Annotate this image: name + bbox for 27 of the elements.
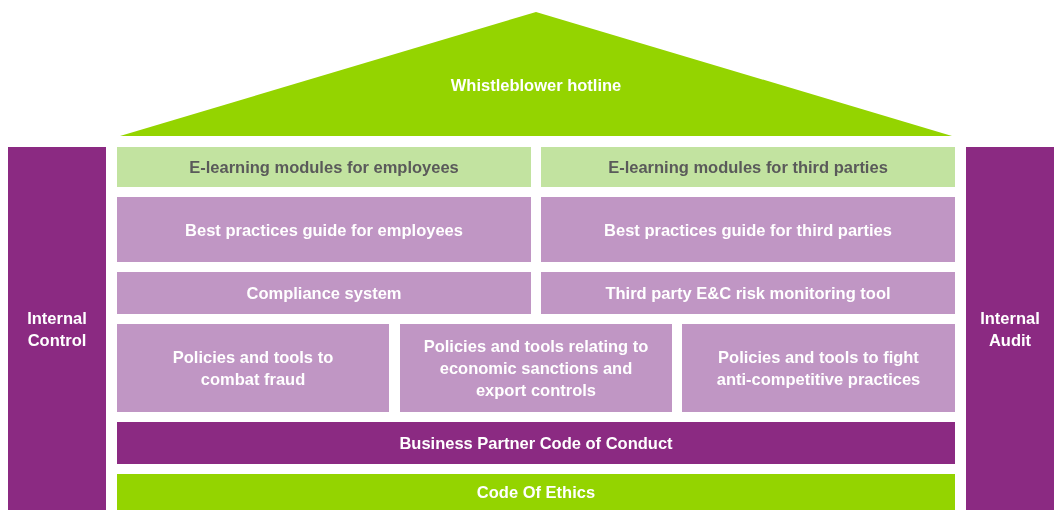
block (541, 197, 955, 262)
block-label: Policies and tools to fight anti-competitive practices (715, 347, 922, 390)
block-label: Best practices guide for third parties (604, 219, 892, 241)
bar (117, 474, 955, 510)
block (541, 272, 955, 314)
block-label: Internal Audit (979, 307, 1041, 351)
block-label: Code Of Ethics (476, 482, 596, 503)
block (117, 147, 531, 187)
block (117, 272, 531, 314)
pillar (8, 147, 106, 510)
block-label: Business Partner Code of Conduct (399, 433, 673, 454)
bar (117, 422, 955, 464)
pillar (966, 147, 1054, 510)
block-label: Third party E&C risk monitoring tool (605, 283, 891, 304)
block-label: Compliance system (246, 283, 402, 304)
block-label: E-learning modules for third parties (608, 157, 888, 178)
block-label: Best practices guide for employees (185, 219, 463, 241)
block (117, 324, 389, 412)
block-label: Policies and tools to combat fraud (171, 347, 335, 390)
block (400, 324, 672, 412)
block-label: Internal Control (26, 307, 88, 351)
block-label: Policies and tools relating to economic sanctions and export controls (422, 336, 650, 401)
block-label: E-learning modules for employees (189, 157, 459, 178)
block (541, 147, 955, 187)
block (117, 197, 531, 262)
block (682, 324, 955, 412)
roof-label: Whistleblower hotline (450, 75, 622, 96)
